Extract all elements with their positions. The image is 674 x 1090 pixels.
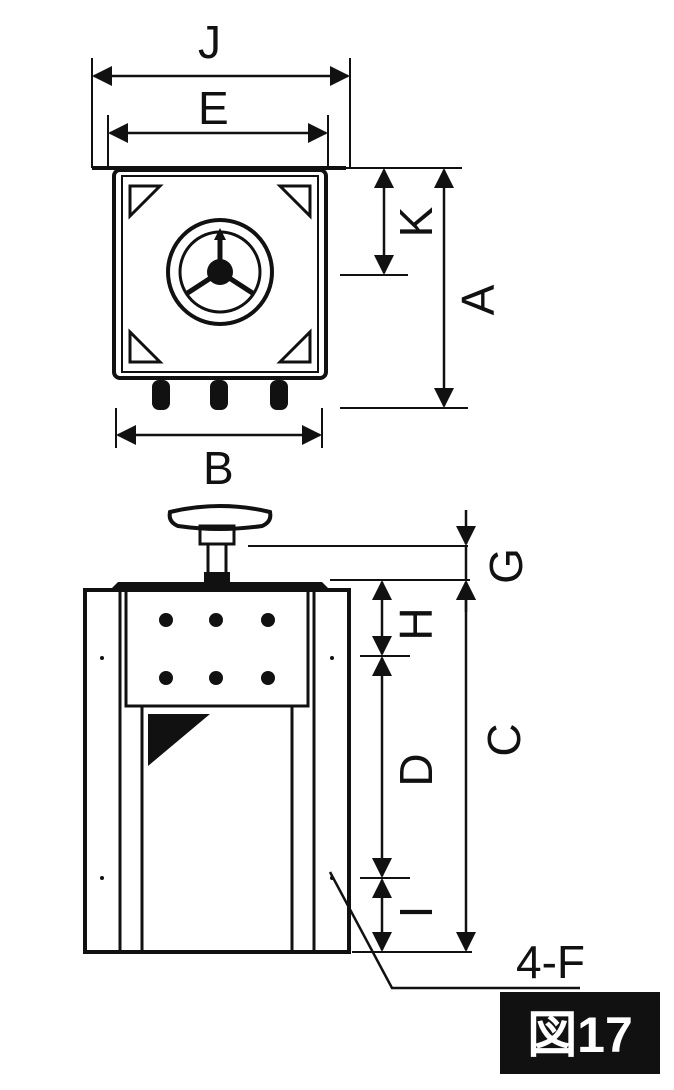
corner-triangle-bottom-right	[276, 328, 312, 364]
mounting-holes	[100, 656, 334, 880]
dimension-label-c: C	[478, 723, 530, 756]
handwheel-top-view	[166, 218, 274, 326]
dimension-label-h: H	[390, 607, 442, 640]
handwheel-side-view	[167, 504, 273, 582]
corner-triangle-top-left	[128, 184, 164, 220]
gate-leaf	[140, 704, 294, 954]
top-view-inner-frame	[121, 175, 319, 373]
top-view-feet	[152, 380, 288, 410]
gate-upper-block	[124, 588, 310, 708]
dimension-label-d: D	[390, 753, 442, 786]
figure-badge-background	[500, 992, 660, 1074]
gate-bolts	[159, 613, 275, 685]
top-view: J E K A B	[91, 16, 504, 494]
dimension-label-4f: 4-F	[516, 936, 585, 988]
figure-badge: 図17	[500, 992, 660, 1074]
corner-triangle-bottom-left	[128, 328, 164, 364]
figure-label: 図17	[527, 1007, 633, 1063]
front-top-plate	[112, 582, 328, 588]
dimension-label-k: K	[390, 206, 442, 237]
dimension-label-e: E	[198, 82, 229, 134]
corner-triangle-top-right	[276, 184, 312, 220]
dimension-label-b: B	[203, 442, 234, 494]
dimension-label-j: J	[198, 16, 221, 68]
dimension-label-g: G	[480, 548, 532, 584]
leader-line-4f	[328, 871, 580, 990]
front-view: G H D I C 4-F	[83, 504, 585, 990]
dimension-label-a: A	[452, 284, 504, 315]
flow-direction-triangle	[148, 714, 210, 766]
top-view-body	[112, 168, 328, 380]
dimension-label-i: I	[390, 906, 442, 919]
